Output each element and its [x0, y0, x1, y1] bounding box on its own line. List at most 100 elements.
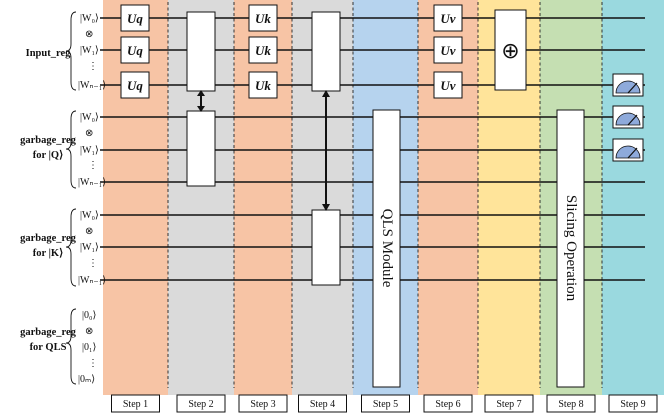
step-label-box-4	[298, 394, 347, 413]
ket-input-n: |Wₙ₋₁⟩	[78, 80, 106, 91]
slicing-label: Slicing Operation	[563, 195, 579, 302]
label-garbage-q-line2: for |Q⟩	[33, 149, 63, 161]
step3-uk-gates: Uk Uk Uk	[248, 4, 278, 99]
brace-garbage-qls	[65, 308, 77, 385]
step4-arrow-down	[322, 204, 330, 211]
gate-uv-0	[433, 4, 463, 32]
step-label-6: Step 6	[435, 399, 460, 410]
gate-uv-n-label: Uv	[440, 78, 455, 93]
ket-gqls-tensor: ⊗	[85, 326, 93, 337]
gate-uq-1-label: Uq	[127, 43, 143, 58]
ket-gqls-0: |0₀⟩	[82, 310, 96, 321]
step4-block-top	[311, 11, 341, 92]
step-label-4: Step 4	[310, 399, 335, 410]
brace-garbage-q	[65, 110, 77, 189]
meter-dial-input-n	[615, 80, 641, 94]
step-label-box-2	[176, 394, 226, 413]
brace-garbage-k	[65, 208, 77, 287]
step-label-box-6	[423, 394, 473, 413]
kets-garbage-q: |W₀⟩ ⊗ |W₁⟩ ⋮ |Wₙ₋₁⟩	[78, 112, 106, 188]
meter-dial-gq-1	[615, 145, 641, 159]
meter-dial-gq-0	[615, 112, 641, 126]
ket-gqls-m: |0ₘ⟩	[78, 374, 95, 385]
step2-blocks	[186, 11, 216, 187]
qls-module-label: QLS Module	[379, 209, 395, 288]
step-label-1: Step 1	[123, 399, 148, 410]
gate-uv-0-label: Uv	[440, 11, 455, 26]
step-label-7: Step 7	[496, 399, 521, 410]
gate-uv-n	[433, 71, 463, 99]
ket-input-0: |W₀⟩	[80, 13, 99, 24]
register-braces	[65, 11, 77, 385]
label-input-reg: Input_reg	[26, 48, 71, 59]
step2-block-top	[186, 11, 216, 92]
kets-garbage-k: |W₀⟩ ⊗ |W₁⟩ ⋮ |Wₙ₋₁⟩	[78, 210, 106, 286]
step-labels: Step 1 Step 2 Step 3 Step 4 Step 5 Step 6 Step…	[111, 394, 658, 413]
ket-gq-0: |W₀⟩	[80, 112, 99, 123]
gate-uk-1-label: Uk	[255, 43, 271, 58]
gate-uk-0-label: Uk	[255, 11, 271, 26]
gate-uq-n	[120, 71, 150, 99]
label-garbage-qls-line1: garbage_reg	[20, 327, 77, 338]
ket-gq-tensor: ⊗	[85, 128, 93, 139]
ket-gqls-1: |0₁⟩	[82, 342, 96, 353]
qls-module-box	[372, 109, 401, 388]
step2-arrow-down	[197, 106, 205, 112]
step-label-3: Step 3	[250, 399, 275, 410]
step-label-box-7	[484, 394, 534, 413]
meter-needle-gq-0	[627, 114, 638, 126]
meter-needle-input-n	[627, 82, 638, 94]
oplus-symbol: ⊕	[501, 39, 519, 64]
gate-uq-n-label: Uq	[127, 78, 143, 93]
ket-gq-dots: ⋮	[88, 160, 98, 171]
kets-input: |W₀⟩ ⊗ |W₁⟩ ⋮ |Wₙ₋₁⟩	[78, 13, 106, 91]
ket-gk-1: |W₁⟩	[80, 242, 99, 253]
label-garbage-k-line1: garbage_reg	[20, 233, 77, 244]
gate-uq-0	[120, 4, 150, 32]
step8-slicing: Slicing Operation	[556, 109, 585, 388]
ket-input-dots: ⋮	[88, 61, 98, 72]
brace-input	[65, 11, 77, 91]
step4-arrow-up	[322, 90, 330, 97]
ket-gk-tensor: ⊗	[85, 226, 93, 237]
step9-meters	[612, 73, 644, 162]
meter-needle-gq-1	[627, 147, 638, 159]
ket-gk-n: |Wₙ₋₁⟩	[78, 275, 106, 286]
label-garbage-qls-line2: for QLS	[30, 342, 67, 353]
ket-input-1: |W₁⟩	[80, 45, 99, 56]
gate-uk-1	[248, 36, 278, 64]
step-band-3	[234, 0, 292, 395]
gate-uv-1	[433, 36, 463, 64]
step-label-box-1	[111, 394, 160, 413]
step-label-5: Step 5	[373, 399, 398, 410]
gate-uk-n-label: Uk	[255, 78, 271, 93]
label-garbage-q-line1: garbage_reg	[20, 135, 77, 146]
ket-input-tensor: ⊗	[85, 29, 93, 40]
ket-gq-n: |Wₙ₋₁⟩	[78, 177, 106, 188]
step-label-box-9	[608, 394, 658, 413]
step-label-9: Step 9	[620, 399, 645, 410]
step-label-8: Step 8	[558, 399, 583, 410]
step-band-1	[103, 0, 168, 395]
ket-gqls-dots: ⋮	[88, 358, 98, 369]
step5-qls-module: QLS Module	[372, 109, 401, 388]
step-separators	[167, 2, 603, 388]
step4-block-bottom	[311, 209, 341, 286]
step7-oplus: ⊕	[494, 9, 527, 91]
step-label-2: Step 2	[188, 399, 213, 410]
step1-uq-gates: Uq Uq Uq	[120, 4, 150, 99]
gate-uq-0-label: Uq	[127, 11, 143, 26]
step2-arrow-up	[197, 90, 205, 96]
step-band-9	[602, 0, 664, 395]
step-label-box-8	[546, 394, 596, 413]
ket-gq-1: |W₁⟩	[80, 145, 99, 156]
gate-uk-n	[248, 71, 278, 99]
step2-block-bottom	[186, 110, 216, 187]
step6-uv-gates: Uv Uv Uv	[433, 4, 463, 99]
step-label-box-3	[238, 394, 288, 413]
step-band-6	[418, 0, 478, 395]
gate-uk-0	[248, 4, 278, 32]
gate-uq-1	[120, 36, 150, 64]
step4-blocks	[311, 11, 341, 286]
